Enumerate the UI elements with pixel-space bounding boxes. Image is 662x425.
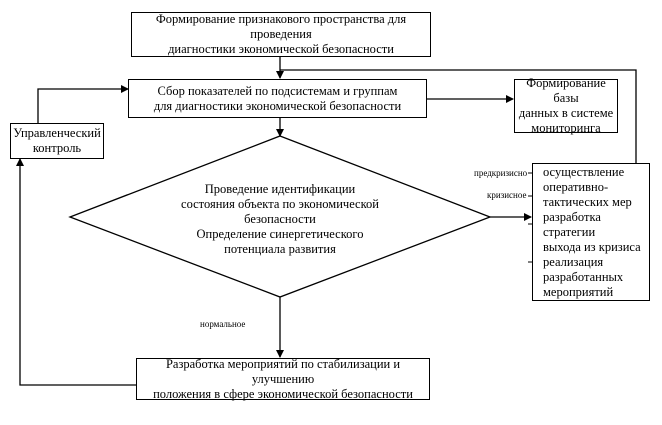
label-crisis: кризисное xyxy=(487,190,527,200)
box-collect-line1: Сбор показателей по подсистемам и группа… xyxy=(157,83,398,98)
diamond-line2: состояния объекта по экономической xyxy=(181,197,379,211)
box-develop-measures: Разработка мероприятий по стабилизации и… xyxy=(136,356,430,401)
box-crisis-measures: осуществление оперативно- тактических ме… xyxy=(532,163,650,301)
box-database: Формирование базы данных в системе монит… xyxy=(514,76,618,135)
box-feature-space-line1: Формирование признакового пространства д… xyxy=(155,12,407,41)
diamond-line5: потенциала развития xyxy=(224,242,336,256)
label-normal: нормальное xyxy=(200,319,246,329)
box-control-line2: контроль xyxy=(32,141,82,155)
line-crisis-to-top xyxy=(280,69,637,163)
box-develop-line1: Разработка мероприятий по стабилизации и… xyxy=(165,356,401,386)
diamond-text: Проведение идентификации состояния объек… xyxy=(160,182,400,257)
box-database-line2: данных в системе xyxy=(518,106,614,120)
box-database-line3: мониторинга xyxy=(531,121,601,135)
box-develop-line2: положения в сфере экономической безопасн… xyxy=(153,386,413,401)
box-collect-indicators: Сбор показателей по подсистемам и группа… xyxy=(128,79,427,118)
crisis-item-5: выхода из кризиса xyxy=(543,239,641,254)
diamond-line3: безопасности xyxy=(244,212,316,226)
label-precrisis: предкризисно xyxy=(474,168,528,178)
crisis-item-7: разработанных xyxy=(543,269,624,284)
crisis-item-4: разработка стратегии xyxy=(543,209,601,239)
arrow-control-to-collect xyxy=(37,85,129,123)
crisis-item-8: мероприятий xyxy=(543,284,614,299)
box-collect-line2: для диагностики экономической безопаснос… xyxy=(153,98,402,113)
box-feature-space: Формирование признакового пространства д… xyxy=(131,12,431,57)
box-feature-space-line2: диагностики экономической безопасности xyxy=(168,42,394,56)
box-management-control: Управленческий контроль xyxy=(10,123,104,159)
diamond-line4: Определение синергетического xyxy=(196,227,364,241)
crisis-item-2: оперативно- xyxy=(543,179,609,194)
crisis-item-1: осуществление xyxy=(543,164,625,179)
crisis-item-6: реализация xyxy=(543,254,604,269)
diamond-line1: Проведение идентификации xyxy=(204,182,356,196)
crisis-item-3: тактических мер xyxy=(543,194,632,209)
box-database-line1: Формирование базы xyxy=(526,76,606,105)
box-control-line1: Управленческий xyxy=(13,126,101,140)
arrow-develop-to-control xyxy=(16,158,136,386)
